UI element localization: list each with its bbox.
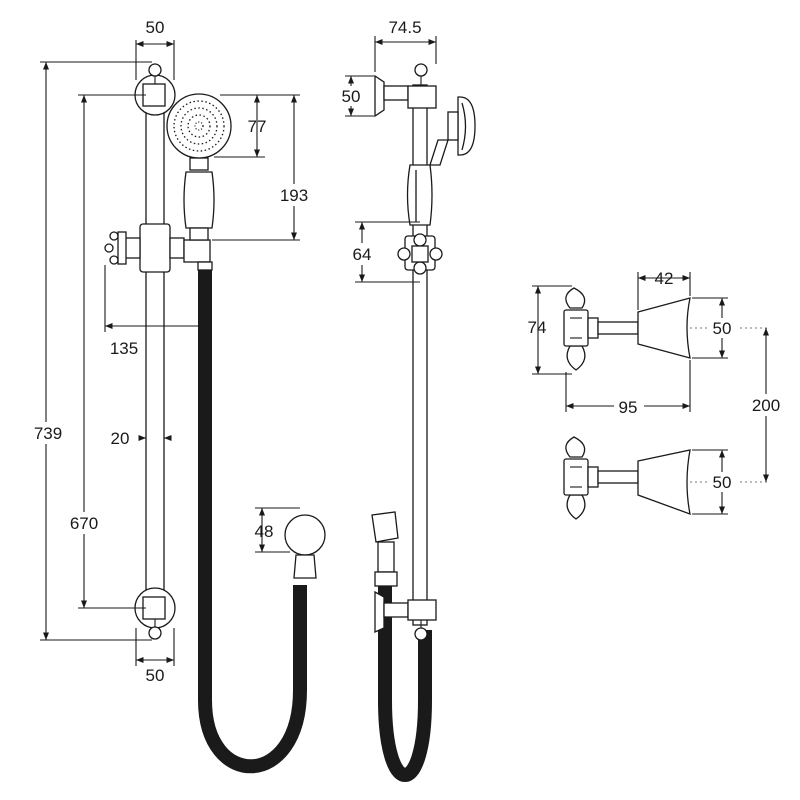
front-top-bracket (134, 63, 176, 116)
side-shower-head (429, 96, 476, 166)
dim-tap-centres: 200 (752, 396, 780, 415)
shower-head-face (166, 93, 232, 159)
dim-tap-height: 74 (528, 318, 547, 337)
dim-head-diameter: 77 (248, 117, 267, 136)
dim-side-bracket: 50 (342, 87, 361, 106)
dim-head-to-slider: 193 (280, 186, 308, 205)
front-wall-outlet (284, 514, 326, 579)
front-slider (183, 239, 211, 263)
front-rail (145, 89, 165, 621)
dim-tap-depth: 95 (619, 398, 638, 417)
front-view: 50 739 670 20 77 193 135 (28, 18, 326, 774)
front-handset (166, 93, 232, 241)
dim-tap-flange-lower: 50 (713, 473, 732, 492)
front-bottom-bracket (134, 587, 176, 640)
side-bottom-bracket (374, 590, 437, 641)
tap-detail: 42 74 50 95 200 50 (528, 269, 788, 520)
upper-tap (563, 287, 691, 371)
dim-overall-height: 739 (34, 424, 62, 443)
dim-front-width-top: 50 (146, 18, 165, 37)
front-hose (198, 262, 307, 774)
side-top-bracket (374, 63, 437, 118)
dim-tap-spindle: 42 (655, 269, 674, 288)
lower-tap (563, 436, 691, 520)
side-view: 74.5 50 64 (336, 18, 476, 782)
side-cradle (371, 511, 399, 587)
dim-rail-diameter: 20 (111, 429, 130, 448)
dim-front-width-bottom: 50 (146, 666, 165, 685)
side-valve (397, 233, 443, 275)
dim-bracket-centres: 670 (70, 514, 98, 533)
dim-side-valve: 64 (353, 245, 372, 264)
dim-wall-outlet: 48 (255, 522, 274, 541)
dim-tap-flange: 50 (713, 319, 732, 338)
dim-side-projection: 74.5 (388, 18, 421, 37)
front-valve (104, 223, 185, 273)
dim-outlet-offset: 135 (110, 339, 138, 358)
